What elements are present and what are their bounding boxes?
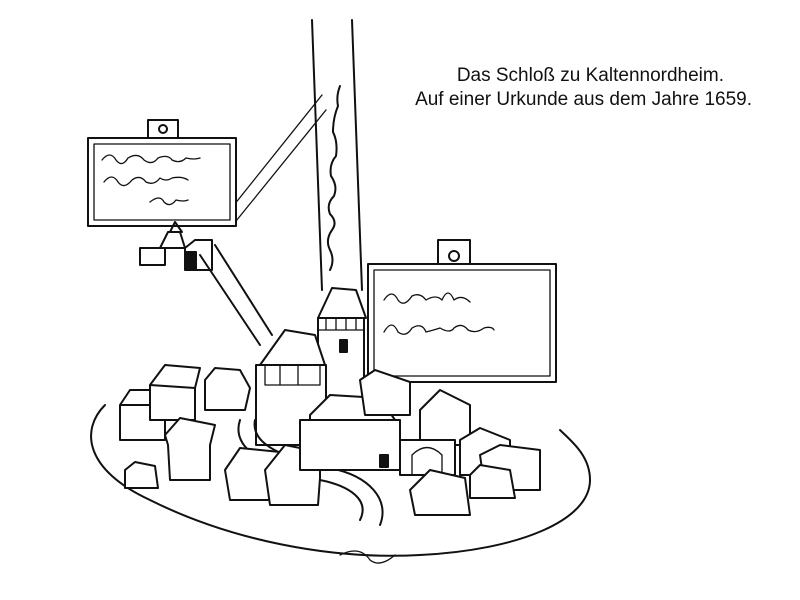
chapel <box>139 221 213 271</box>
path-to-chapel <box>199 244 273 346</box>
road <box>311 19 363 291</box>
caption-subtitle: Auf einer Urkunde aus dem Jahre 1659. <box>415 89 752 110</box>
caption-title: Das Schloß zu Kaltennordheim. <box>456 65 724 86</box>
hill-outline <box>90 404 591 557</box>
signpost-line <box>221 94 327 227</box>
road-handwriting <box>326 85 341 271</box>
right-sign <box>367 239 557 383</box>
caption: Das Schloß zu Kaltennordheim. Auf einer … <box>415 64 752 112</box>
houses <box>119 364 541 516</box>
left-sign <box>87 119 237 227</box>
castle-keep <box>255 329 327 446</box>
